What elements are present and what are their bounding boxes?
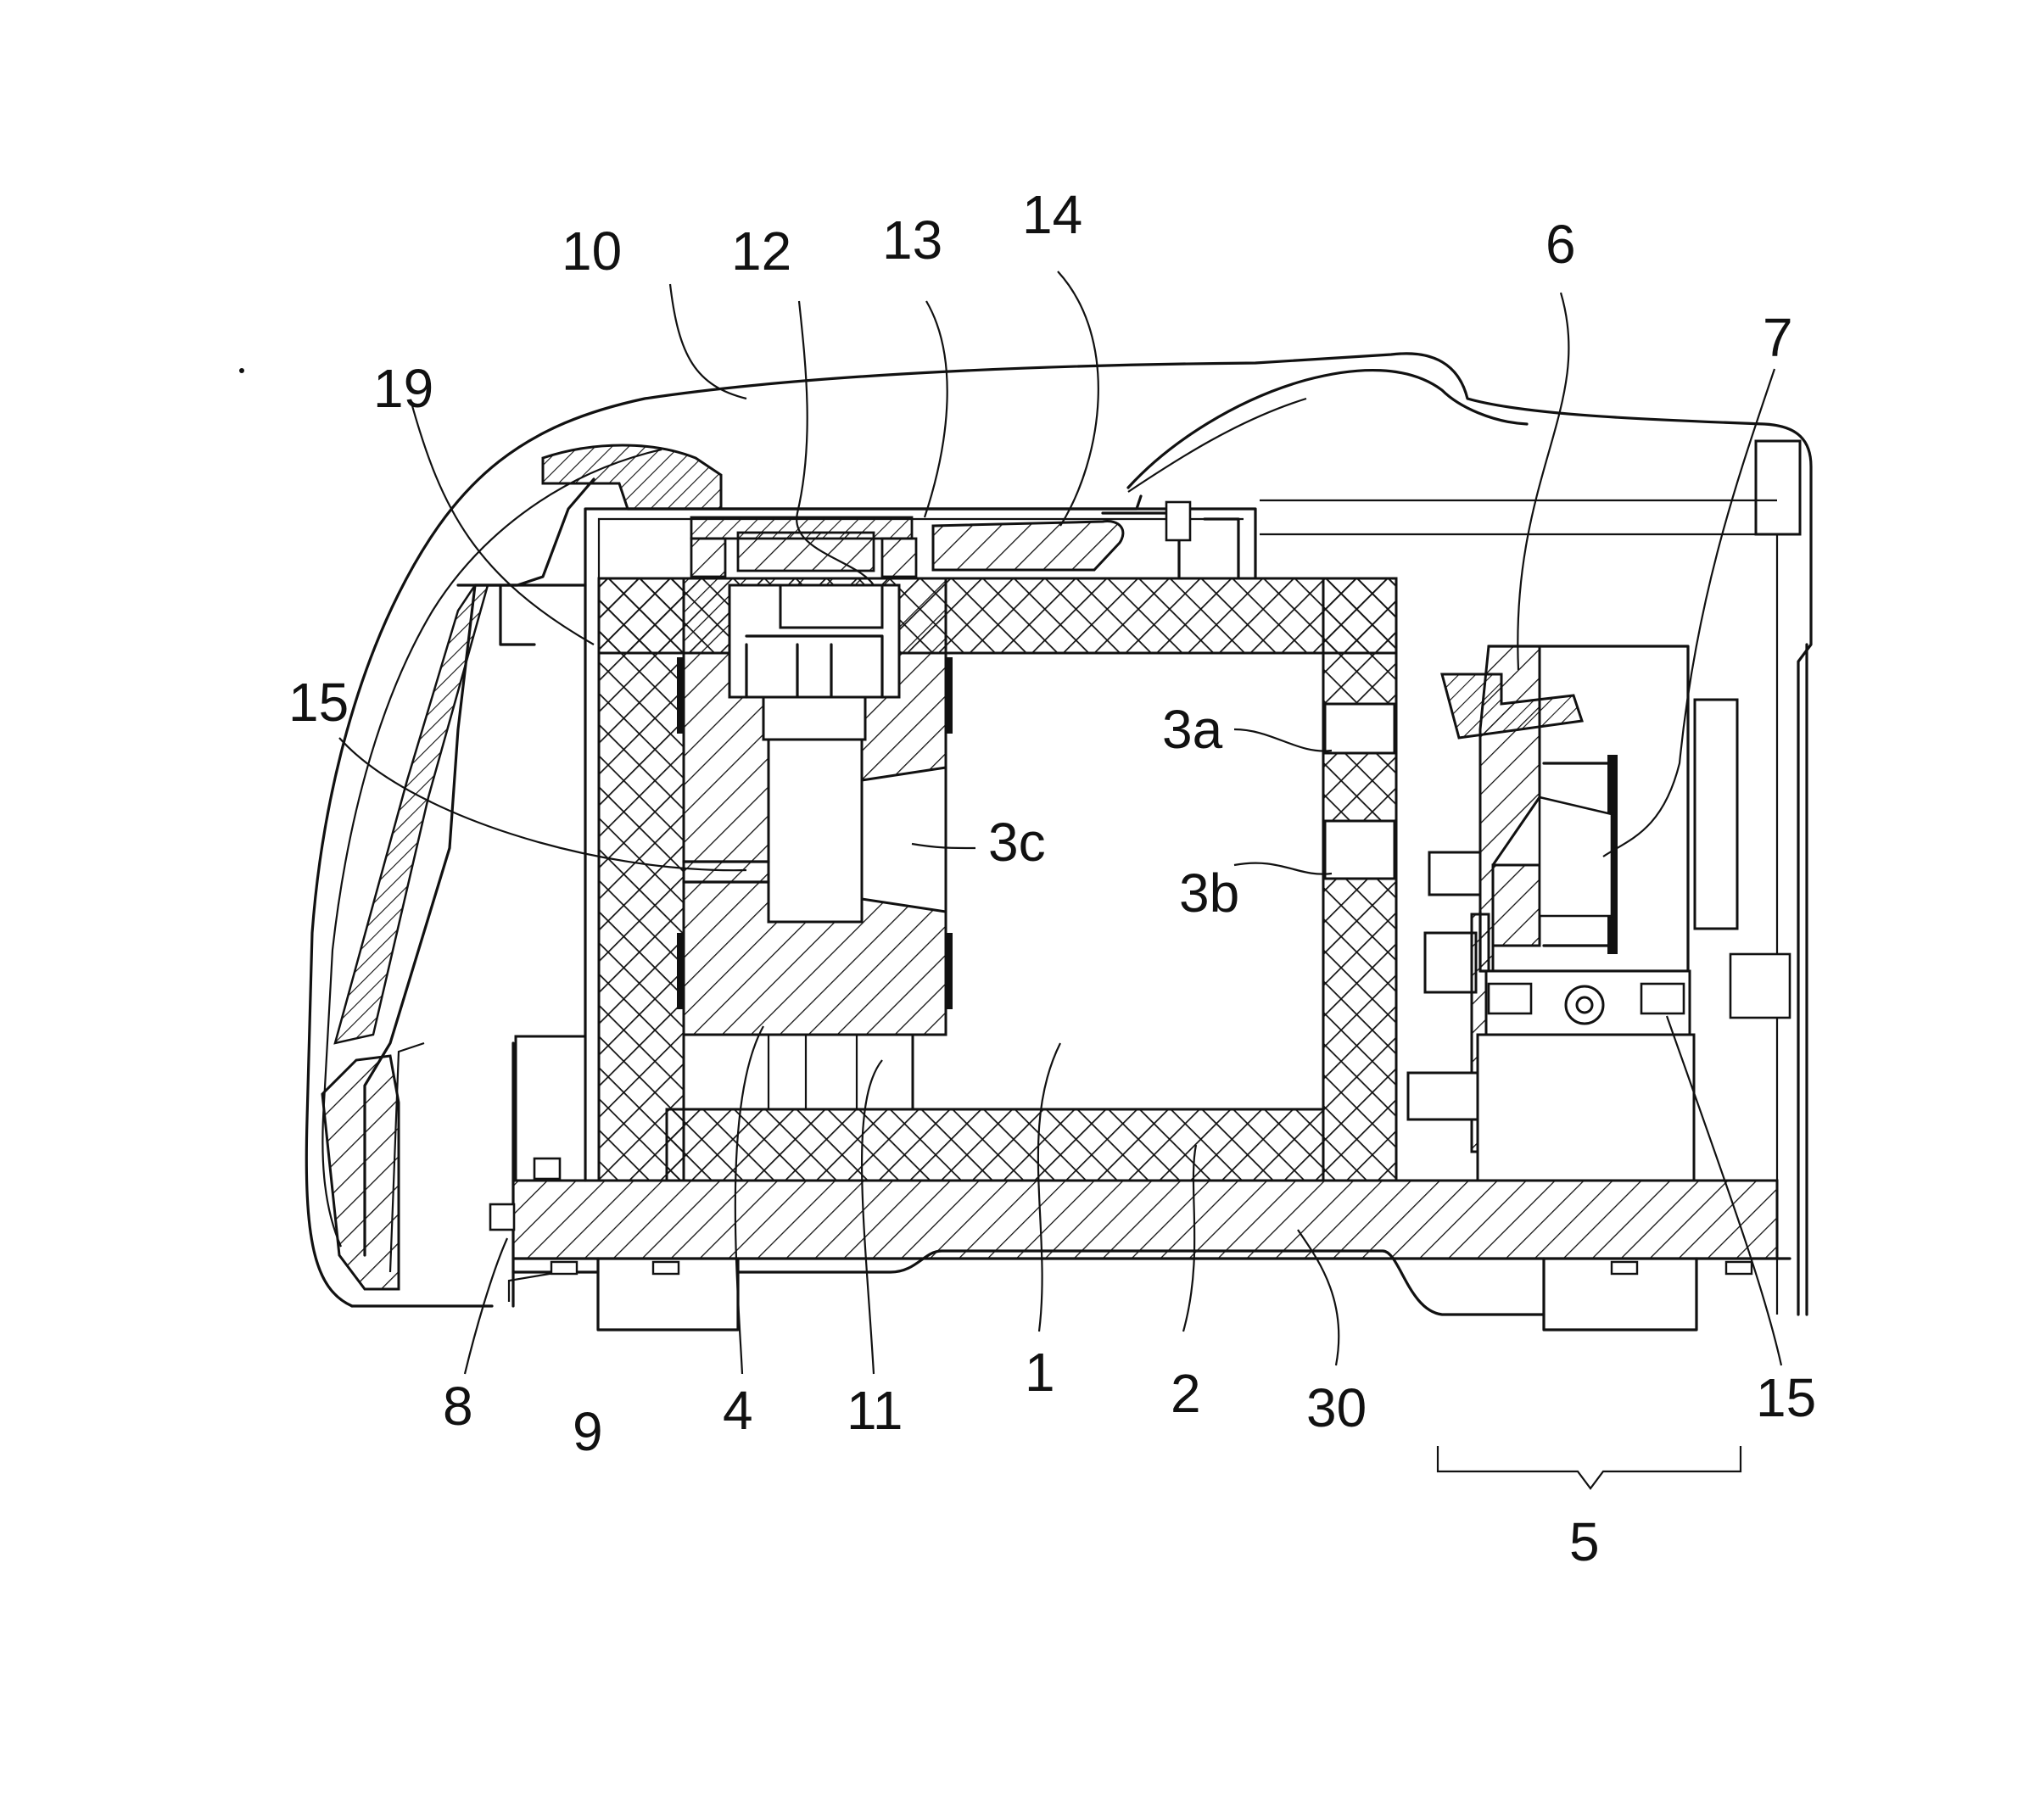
label-4: 4 <box>723 1380 753 1441</box>
label-15-left: 15 <box>288 672 349 733</box>
label-1: 1 <box>1025 1342 1055 1403</box>
label-9: 9 <box>573 1401 603 1462</box>
label-3c: 3c <box>988 812 1046 873</box>
right-module <box>1408 646 1694 1181</box>
label-6: 6 <box>1546 214 1576 275</box>
heating-block <box>677 578 953 1109</box>
label-3b: 3b <box>1179 863 1239 924</box>
label-11: 11 <box>847 1380 903 1441</box>
left-housing-wall <box>322 1056 399 1289</box>
label-13: 13 <box>882 209 942 271</box>
label-19: 19 <box>373 358 433 419</box>
label-12: 12 <box>731 221 791 282</box>
top-assembly <box>543 445 1238 577</box>
label-7: 7 <box>1763 307 1793 368</box>
label-2: 2 <box>1171 1363 1201 1424</box>
label-15-right: 15 <box>1756 1367 1816 1428</box>
stray-dot <box>239 368 244 373</box>
label-10: 10 <box>562 221 622 282</box>
label-3a: 3a <box>1162 699 1223 760</box>
label-14: 14 <box>1022 184 1082 245</box>
label-30: 30 <box>1306 1377 1367 1438</box>
label-8: 8 <box>443 1376 473 1437</box>
label-5: 5 <box>1569 1511 1600 1572</box>
